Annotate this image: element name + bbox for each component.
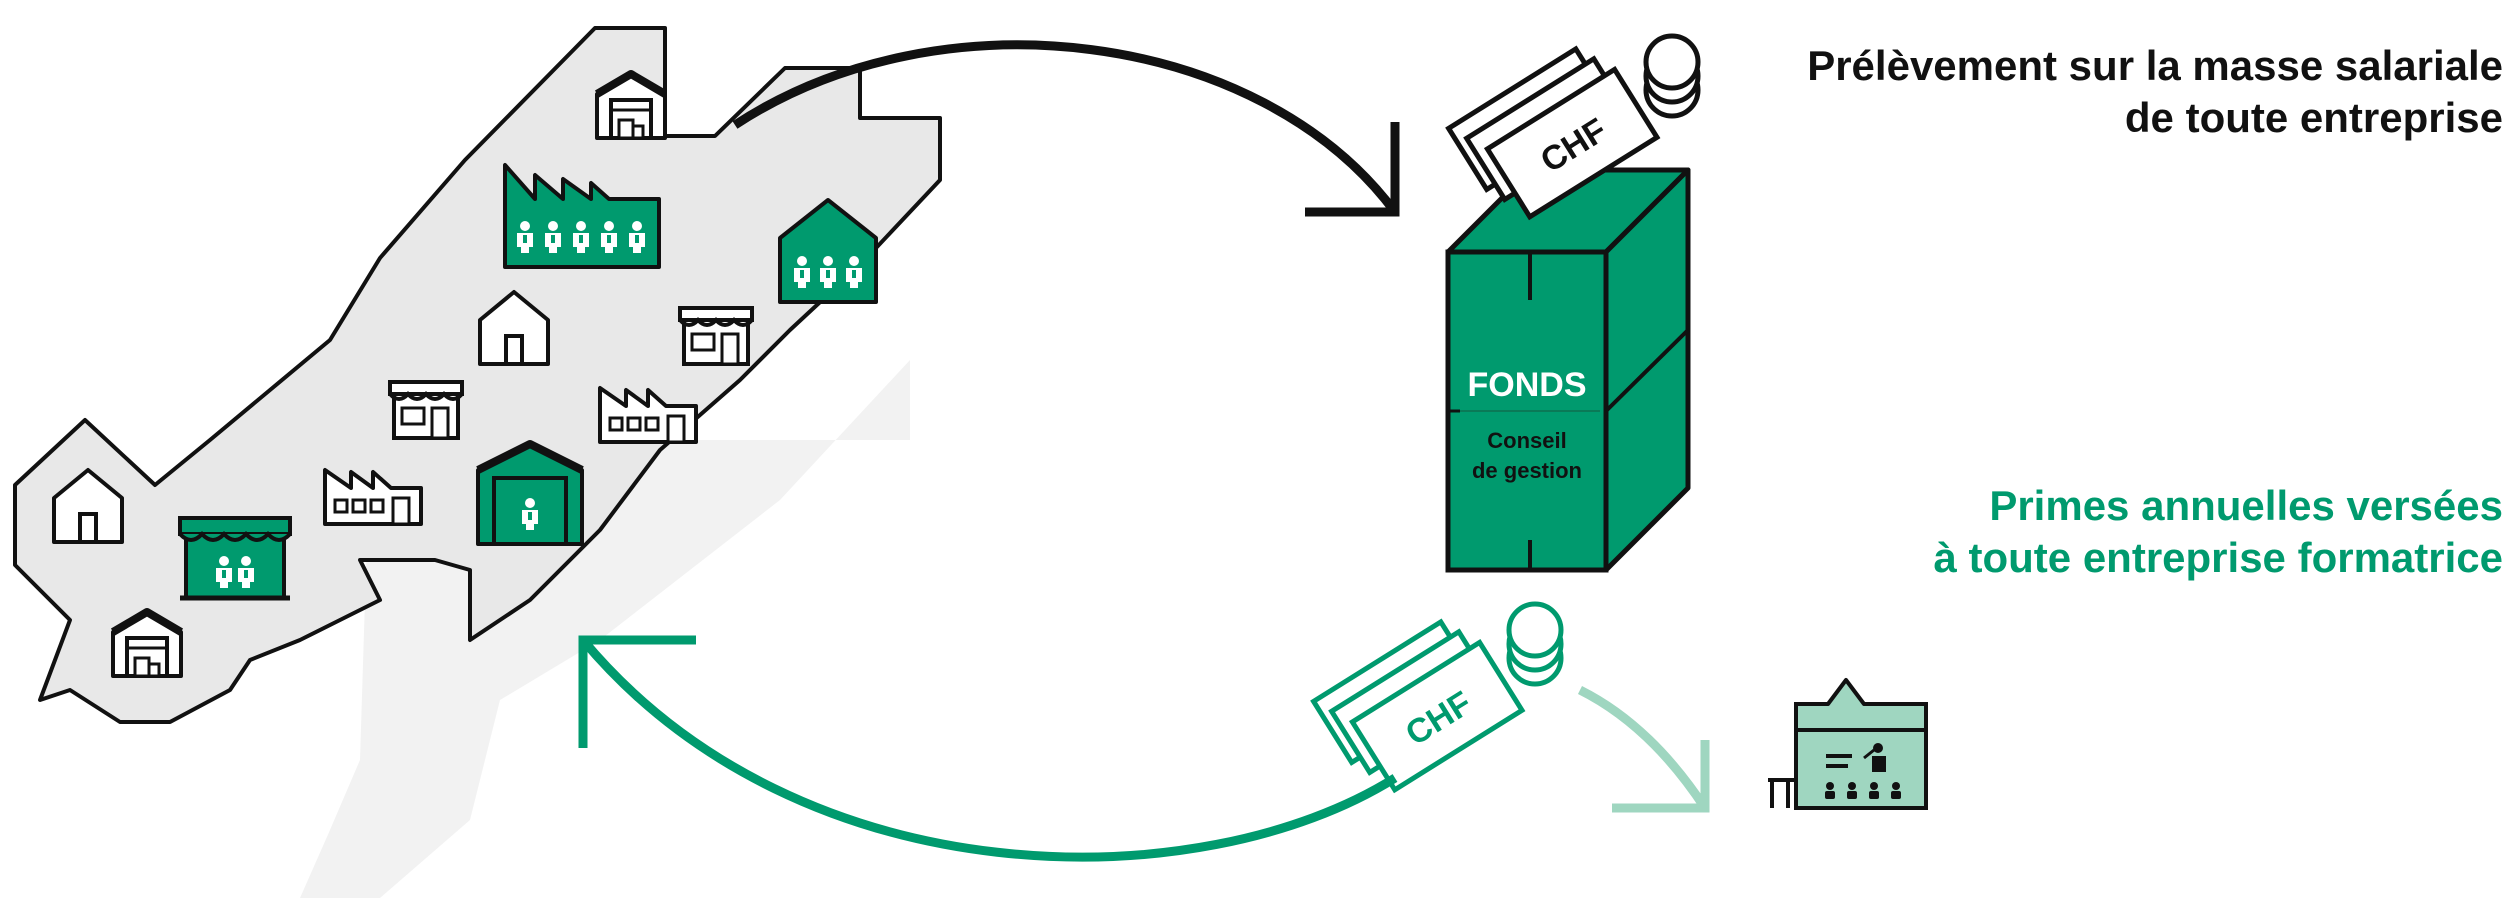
training-building-icon	[1768, 678, 1928, 810]
return-arrowhead	[578, 635, 696, 748]
warehouse-icon	[597, 74, 665, 138]
training-warehouse-icon	[476, 440, 584, 546]
shop-icon	[678, 306, 754, 366]
payout-arrow	[1577, 685, 1709, 811]
coin-stack-icon	[1506, 601, 1564, 687]
levy-arrow	[732, 40, 1399, 215]
return-arrow	[579, 637, 1398, 862]
fund-box	[1445, 167, 1691, 573]
payout-arrowhead	[1612, 740, 1710, 813]
fund-title: FONDS	[1468, 366, 1587, 404]
training-factory-icon	[503, 163, 661, 269]
bonus-label-line2: à toute entreprise formatrice	[1933, 534, 2503, 581]
fund-subtitle-line1: Conseil	[1487, 428, 1566, 453]
banknote-icon: CHF	[1310, 618, 1526, 794]
bonus-label: Primes annuelles versées à toute entrepr…	[1933, 480, 2503, 584]
training-house-icon	[778, 198, 878, 304]
fund-subtitle-line2: de gestion	[1472, 458, 1582, 483]
levy-arrowhead	[1305, 122, 1400, 217]
levy-label-line2: de toute entreprise	[2124, 94, 2503, 141]
levy-label-line1: Prélèvement sur la masse salariale	[1807, 42, 2503, 89]
levy-label: Prélèvement sur la masse salariale de to…	[1807, 40, 2503, 144]
bonus-label-line1: Primes annuelles versées	[1989, 482, 2503, 529]
shop-icon	[388, 380, 464, 440]
training-shop-icon	[178, 516, 292, 601]
banknote-icon: CHF	[1445, 45, 1661, 221]
coin-stack-icon	[1643, 33, 1701, 119]
warehouse-icon	[113, 612, 181, 676]
